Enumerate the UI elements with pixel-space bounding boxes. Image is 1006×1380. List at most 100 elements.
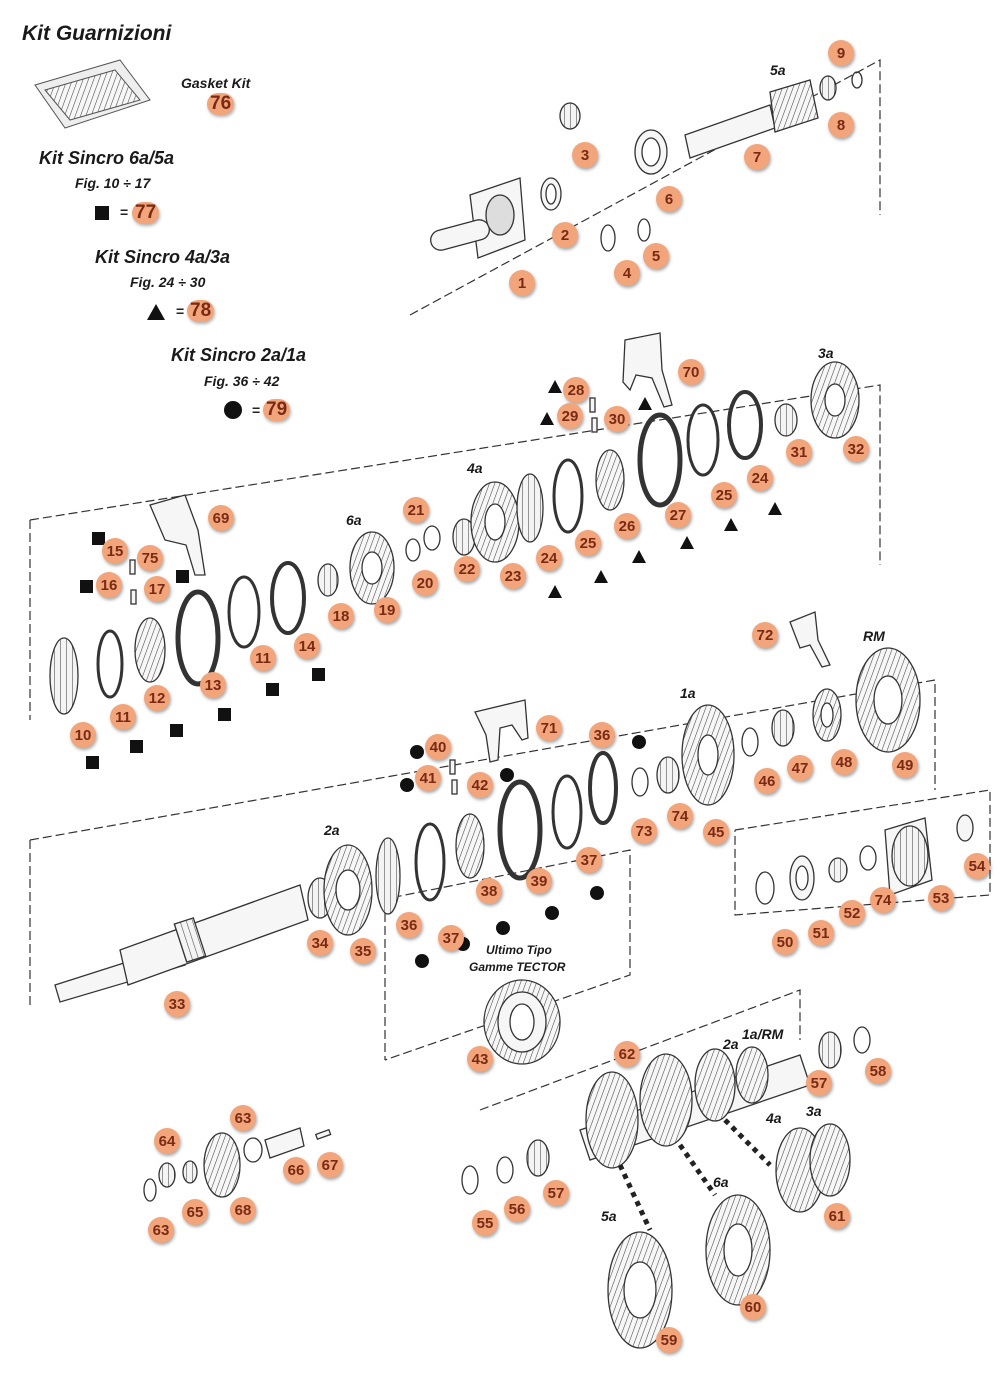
callout-11: 11 (110, 704, 136, 730)
square-marker-icon (266, 683, 279, 696)
square-marker-icon (218, 708, 231, 721)
callout-53: 53 (928, 885, 954, 911)
kit-eq-4-3: = (176, 303, 185, 319)
callout-74: 74 (870, 887, 896, 913)
circle-marker-icon (500, 768, 514, 782)
circle-marker-icon (545, 906, 559, 920)
callout-7: 7 (744, 144, 770, 170)
callout-69: 69 (208, 505, 234, 531)
callout-29: 29 (557, 403, 583, 429)
callout-19: 19 (374, 597, 400, 623)
callout-51: 51 (808, 920, 834, 946)
callout-56: 56 (504, 1196, 530, 1222)
page-title: Kit Guarnizioni (22, 22, 172, 45)
triangle-symbol-icon (147, 304, 165, 320)
callout-74: 74 (667, 803, 693, 829)
callout-50: 50 (772, 929, 798, 955)
callout-63: 63 (230, 1105, 256, 1131)
kit-title-4-3: Kit Sincro 4a/3a (95, 247, 231, 267)
gear-label: 4a (467, 460, 483, 476)
callout-25: 25 (711, 482, 737, 508)
callout-30: 30 (604, 406, 630, 432)
triangle-marker-icon (548, 585, 562, 598)
reverse-idler-group (143, 1127, 332, 1202)
triangle-marker-icon (540, 412, 554, 425)
main-shaft-upper-group (49, 332, 860, 715)
callout-57: 57 (806, 1070, 832, 1096)
callout-26: 26 (614, 513, 640, 539)
kit-fig-2-1: Fig. 36 ÷ 42 (204, 373, 280, 389)
callout-60: 60 (740, 1294, 766, 1320)
kit-eq-2-1: = (252, 402, 261, 418)
callout-59: 59 (656, 1327, 682, 1353)
gasket-kit-number: 76 (207, 93, 235, 115)
square-marker-icon (170, 724, 183, 737)
triangle-marker-icon (724, 518, 738, 531)
kit-fig-4-3: Fig. 24 ÷ 30 (130, 274, 206, 290)
gear-label: 3a (806, 1103, 822, 1119)
callout-24: 24 (747, 465, 773, 491)
callout-20: 20 (412, 570, 438, 596)
main-shaft-lower-group (54, 611, 921, 1065)
circle-marker-icon (590, 886, 604, 900)
triangle-marker-icon (632, 550, 646, 563)
circle-symbol-icon (224, 401, 242, 419)
callout-24: 24 (536, 545, 562, 571)
callout-34: 34 (307, 930, 333, 956)
kit-title-6-5: Kit Sincro 6a/5a (39, 148, 175, 168)
kit-symbols (80, 380, 782, 968)
callout-73: 73 (631, 818, 657, 844)
square-marker-icon (80, 580, 93, 593)
callout-3: 3 (572, 142, 598, 168)
callout-21: 21 (403, 497, 429, 523)
gear-label: 1a/RM (742, 1026, 784, 1042)
callout-10: 10 (70, 722, 96, 748)
callout-8: 8 (828, 112, 854, 138)
output-flange-group (755, 814, 974, 905)
callout-64: 64 (154, 1128, 180, 1154)
callout-28: 28 (563, 377, 589, 403)
callout-52: 52 (839, 900, 865, 926)
callout-49: 49 (892, 752, 918, 778)
callout-47: 47 (787, 755, 813, 781)
kit-number-2-1: 79 (263, 399, 291, 421)
square-marker-icon (130, 740, 143, 753)
gear-label: 5a (601, 1208, 617, 1224)
callout-2: 2 (552, 222, 578, 248)
gear-label: 4a (766, 1110, 782, 1126)
input-shaft-group (430, 71, 863, 259)
triangle-marker-icon (768, 502, 782, 515)
square-marker-icon (176, 570, 189, 583)
callout-22: 22 (454, 556, 480, 582)
callout-17: 17 (144, 576, 170, 602)
callout-41: 41 (415, 765, 441, 791)
square-marker-icon (92, 532, 105, 545)
callout-54: 54 (964, 853, 990, 879)
gear-label: 6a (713, 1174, 729, 1190)
callout-13: 13 (200, 672, 226, 698)
callout-6: 6 (656, 186, 682, 212)
callout-58: 58 (865, 1058, 891, 1084)
kit-number-6-5: 77 (132, 202, 160, 224)
callout-35: 35 (350, 938, 376, 964)
kit-fig-6-5: Fig. 10 ÷ 17 (75, 175, 151, 191)
circle-marker-icon (410, 745, 424, 759)
callout-66: 66 (283, 1157, 309, 1183)
kit-eq-6-5: = (120, 204, 129, 220)
callout-43: 43 (467, 1046, 493, 1072)
gear-label: 2a (324, 822, 340, 838)
callout-46: 46 (754, 768, 780, 794)
circle-marker-icon (496, 921, 510, 935)
note-line-2: Gamme TECTOR (469, 960, 566, 974)
callout-37: 37 (576, 847, 602, 873)
callout-40: 40 (425, 734, 451, 760)
callout-15: 15 (102, 538, 128, 564)
triangle-marker-icon (638, 397, 652, 410)
triangle-marker-icon (680, 536, 694, 549)
callout-23: 23 (500, 563, 526, 589)
countershaft-group (461, 1026, 871, 1349)
note-line-1: Ultimo Tipo (486, 943, 552, 957)
callout-67: 67 (317, 1152, 343, 1178)
callout-14: 14 (294, 633, 320, 659)
